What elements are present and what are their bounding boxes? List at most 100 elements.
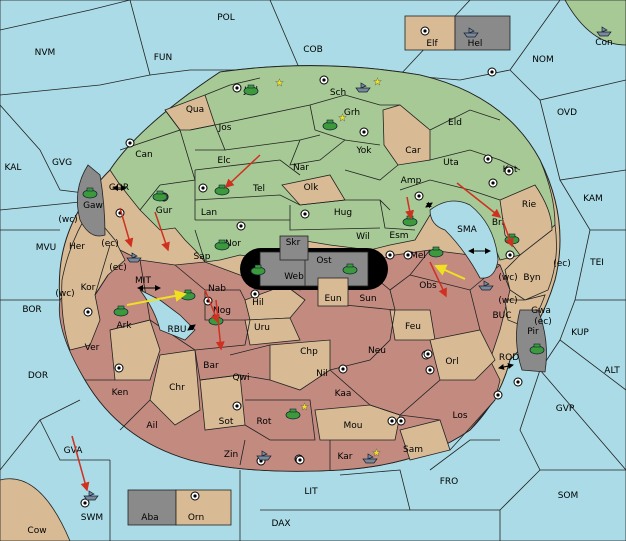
fleet-unit-icon[interactable]	[83, 490, 99, 501]
green-province-borders	[119, 77, 521, 263]
sea-sma[interactable]	[429, 200, 499, 279]
province-mou[interactable]	[314, 404, 401, 441]
fleet-unit-icon[interactable]	[463, 27, 479, 38]
province-elf[interactable]	[404, 15, 456, 51]
label-hug: Hug	[334, 208, 352, 218]
army-unit-icon[interactable]	[214, 239, 230, 251]
province-chr[interactable]	[149, 349, 201, 426]
province-chp-nil[interactable]	[269, 339, 331, 391]
province-uru[interactable]	[244, 317, 301, 346]
label-car: Car	[405, 146, 421, 156]
star-icon: ★	[372, 448, 381, 459]
label-skr: Skr	[286, 238, 301, 248]
label-orn: Orn	[188, 513, 204, 523]
army-unit-icon[interactable]	[285, 408, 301, 420]
label-los: Los	[452, 411, 467, 421]
label-rbu: RBU	[167, 325, 186, 335]
label-alt: ALT	[604, 366, 620, 376]
label-nom: NOM	[532, 55, 554, 65]
army-unit-icon[interactable]	[214, 184, 230, 196]
army-unit-icon[interactable]	[113, 305, 129, 317]
province-her-kor[interactable]	[61, 209, 126, 351]
coast-tag: (wc)	[498, 273, 517, 283]
army-unit-icon[interactable]	[250, 264, 266, 276]
supply-center-dot	[390, 419, 394, 423]
fleet-unit-icon[interactable]	[256, 450, 272, 461]
supply-center-dot	[253, 292, 257, 296]
label-qwi: Qwi	[233, 373, 250, 383]
label-kor: Kor	[81, 283, 96, 293]
label-obs: Obs	[419, 281, 437, 291]
army-unit-icon[interactable]	[342, 263, 358, 275]
sea-rbu[interactable]	[139, 289, 196, 341]
supply-center-dot	[426, 352, 430, 356]
supply-center-dot	[117, 366, 121, 370]
label-bri: Bri	[492, 218, 504, 228]
label-gaw: Gaw	[83, 201, 103, 211]
supply-center-dot	[239, 224, 243, 228]
province-byn[interactable]	[504, 224, 557, 301]
label-jos: Jos	[218, 123, 232, 133]
supply-center-dot	[235, 404, 239, 408]
fleet-unit-icon[interactable]	[362, 453, 378, 464]
label-ail: Ail	[146, 421, 157, 431]
supply-center-dot	[491, 181, 495, 185]
fleet-unit-icon[interactable]	[355, 82, 371, 93]
label-sam: Sam	[403, 445, 423, 455]
label-kam: KAM	[583, 194, 603, 204]
move-order-arrow	[215, 299, 225, 351]
label-lit: LIT	[304, 487, 318, 497]
army-unit-icon[interactable]	[428, 246, 444, 258]
supply-center-dot	[496, 393, 500, 397]
label-eun: Eun	[324, 294, 341, 304]
label-swm: SWM	[81, 513, 103, 523]
army-unit-icon[interactable]	[82, 187, 98, 199]
army-unit-icon[interactable]	[322, 119, 338, 131]
label-nog: Nog	[213, 306, 231, 316]
support-order-arrow	[434, 264, 466, 280]
supply-center-dot	[303, 212, 307, 216]
support-order-arrow	[126, 289, 187, 306]
army-unit-icon[interactable]	[152, 190, 168, 202]
label-aba: Aba	[141, 513, 158, 523]
fleet-unit-icon[interactable]	[126, 252, 142, 263]
label-mou: Mou	[344, 421, 363, 431]
army-unit-icon[interactable]	[243, 84, 259, 96]
army-unit-icon[interactable]	[529, 343, 545, 355]
move-order-arrow	[119, 207, 134, 248]
supply-center-dot	[417, 194, 421, 198]
supply-center-dot	[193, 494, 197, 498]
province-gaw[interactable]	[76, 164, 106, 237]
province-orl[interactable]	[429, 329, 496, 381]
label-amp: Amp	[401, 176, 422, 186]
province-eun-box[interactable]	[317, 277, 349, 307]
label-nil: Nil	[316, 369, 328, 379]
label-elc: Elc	[217, 156, 230, 166]
star-icon: ★	[275, 78, 284, 89]
supply-center-dot	[508, 253, 512, 257]
move-order-arrow	[502, 220, 514, 248]
province-hel[interactable]	[454, 15, 511, 51]
label-tel: Tel	[252, 184, 265, 194]
supply-center-dot	[490, 70, 494, 74]
supply-center-dot	[341, 367, 345, 371]
province-orn[interactable]	[175, 489, 232, 526]
label-chr: Chr	[169, 383, 185, 393]
passage-arrow	[425, 201, 433, 208]
fleet-unit-icon[interactable]	[478, 280, 494, 291]
label-her: Her	[69, 242, 85, 252]
label-mit: MIT	[135, 276, 151, 286]
fleet-unit-icon[interactable]	[596, 26, 612, 37]
province-skr[interactable]	[279, 235, 309, 261]
supply-center-dot	[507, 169, 511, 173]
label-olk: Olk	[304, 183, 320, 193]
province-aba[interactable]	[127, 489, 177, 526]
label-gwa: Gwa	[531, 306, 551, 316]
label-mvu: MVU	[36, 243, 57, 253]
label-sma: SMA	[457, 225, 477, 235]
province-pir[interactable]	[516, 309, 547, 373]
label-gvp: GVP	[556, 404, 575, 414]
supply-center-dot	[201, 186, 205, 190]
